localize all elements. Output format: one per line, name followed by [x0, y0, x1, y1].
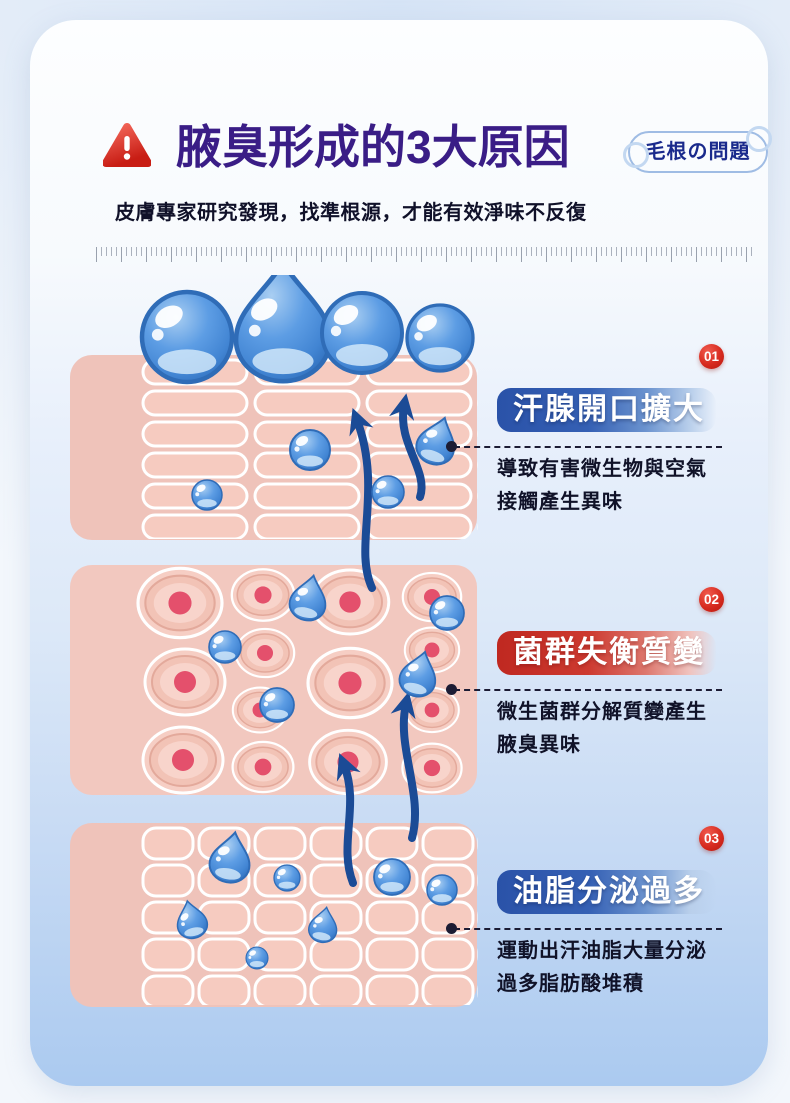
section-bacteria: 02 菌群失衡質變 微生菌群分解質變產生 腋臭異味 — [0, 587, 790, 756]
connector-line — [454, 928, 722, 930]
section-number-badge: 03 — [699, 826, 724, 851]
connector-dot — [446, 923, 457, 934]
section-number-badge: 02 — [699, 587, 724, 612]
description-line: 接觸產生異味 — [497, 491, 623, 513]
panel-bacteria-cells — [70, 565, 477, 796]
section-sebum: 03 油脂分泌過多 運動出汗油脂大量分泌 過多脂肪酸堆積 — [0, 826, 790, 995]
description-line: 腋臭異味 — [497, 734, 581, 756]
connector-line — [454, 689, 722, 691]
section-description: 微生菌群分解質變產生 腋臭異味 — [497, 696, 707, 762]
page-subtitle: 皮膚專家研究發現，找準根源，才能有效淨味不反復 — [115, 202, 587, 224]
connector-dot — [446, 684, 457, 695]
section-label: 汗腺開口擴大 — [497, 388, 716, 432]
topic-badge: 毛根の問題 — [623, 126, 772, 173]
description-line: 過多脂肪酸堆積 — [497, 973, 644, 995]
ruler-divider — [96, 247, 756, 264]
description-line: 導致有害微生物與空氣 — [497, 458, 707, 480]
section-label: 油脂分泌過多 — [497, 870, 716, 914]
section-number-badge: 01 — [699, 344, 724, 369]
badge-ring-right-icon — [746, 126, 772, 152]
topic-badge-label: 毛根の問題 — [645, 141, 751, 163]
connector-dot — [446, 441, 457, 452]
warning-icon — [103, 123, 151, 167]
section-description: 運動出汗油脂大量分泌 過多脂肪酸堆積 — [497, 935, 707, 1001]
section-label: 菌群失衡質變 — [497, 631, 716, 675]
description-line: 運動出汗油脂大量分泌 — [497, 940, 707, 962]
description-line: 微生菌群分解質變產生 — [497, 701, 707, 723]
page-title: 腋臭形成的3大原因 — [176, 121, 570, 173]
badge-ring-left-icon — [623, 142, 649, 168]
connector-line — [454, 446, 722, 448]
section-description: 導致有害微生物與空氣 接觸產生異味 — [497, 453, 707, 519]
section-sweat-gland: 01 汗腺開口擴大 導致有害微生物與空氣 接觸產生異味 — [0, 344, 790, 513]
sweat-flow-arrows — [336, 393, 426, 887]
skin-layers-illustration — [70, 275, 478, 1007]
